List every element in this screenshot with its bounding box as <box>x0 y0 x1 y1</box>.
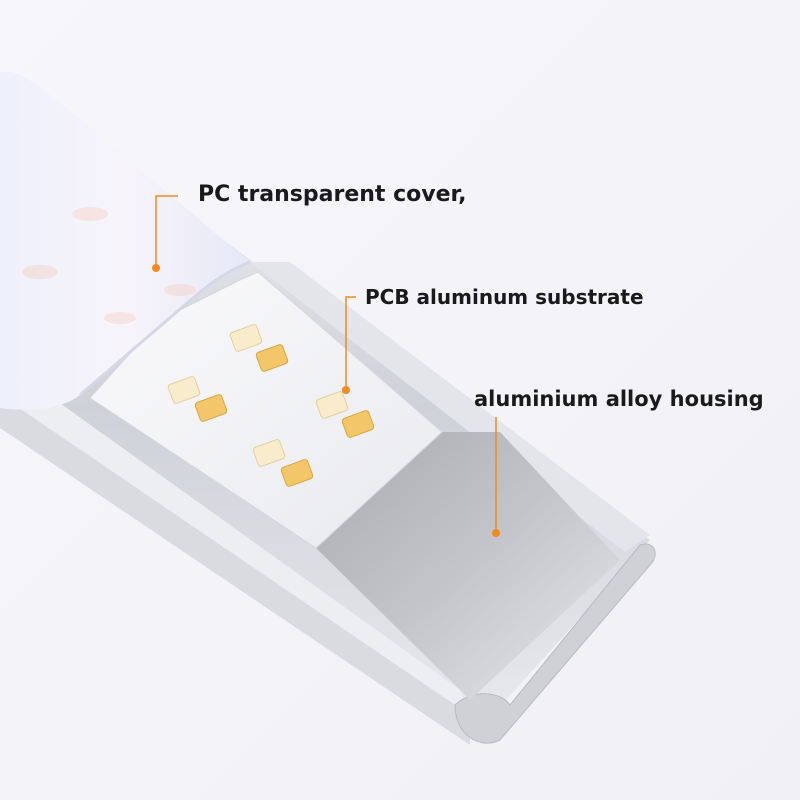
pc-cover <box>0 72 250 410</box>
led-chip <box>315 391 349 419</box>
housing-back-rail <box>250 262 650 552</box>
callout-housing-leader <box>492 417 500 537</box>
housing-front-rail <box>0 395 470 745</box>
led-chip <box>229 324 263 352</box>
led-chip <box>341 410 375 438</box>
led-array <box>167 324 375 487</box>
housing-front-rail-highlight <box>0 360 470 715</box>
callout-cover-leader <box>152 195 178 272</box>
led-chip <box>167 376 201 404</box>
led-chip <box>255 344 289 372</box>
led-chip <box>194 394 228 422</box>
housing-tray <box>316 432 620 700</box>
led-chip <box>280 459 314 487</box>
callout-label-cover: PC transparent cover, <box>198 182 467 207</box>
callout-label-pcb: PCB aluminum substrate <box>365 285 644 309</box>
pc-cover-edge <box>79 260 251 397</box>
callout-label-housing: aluminium alloy housing <box>474 387 764 411</box>
callout-pcb-leader <box>342 296 356 394</box>
led-chip <box>252 439 286 467</box>
cover-led-glow <box>22 207 196 324</box>
housing-end-profile <box>454 543 656 744</box>
